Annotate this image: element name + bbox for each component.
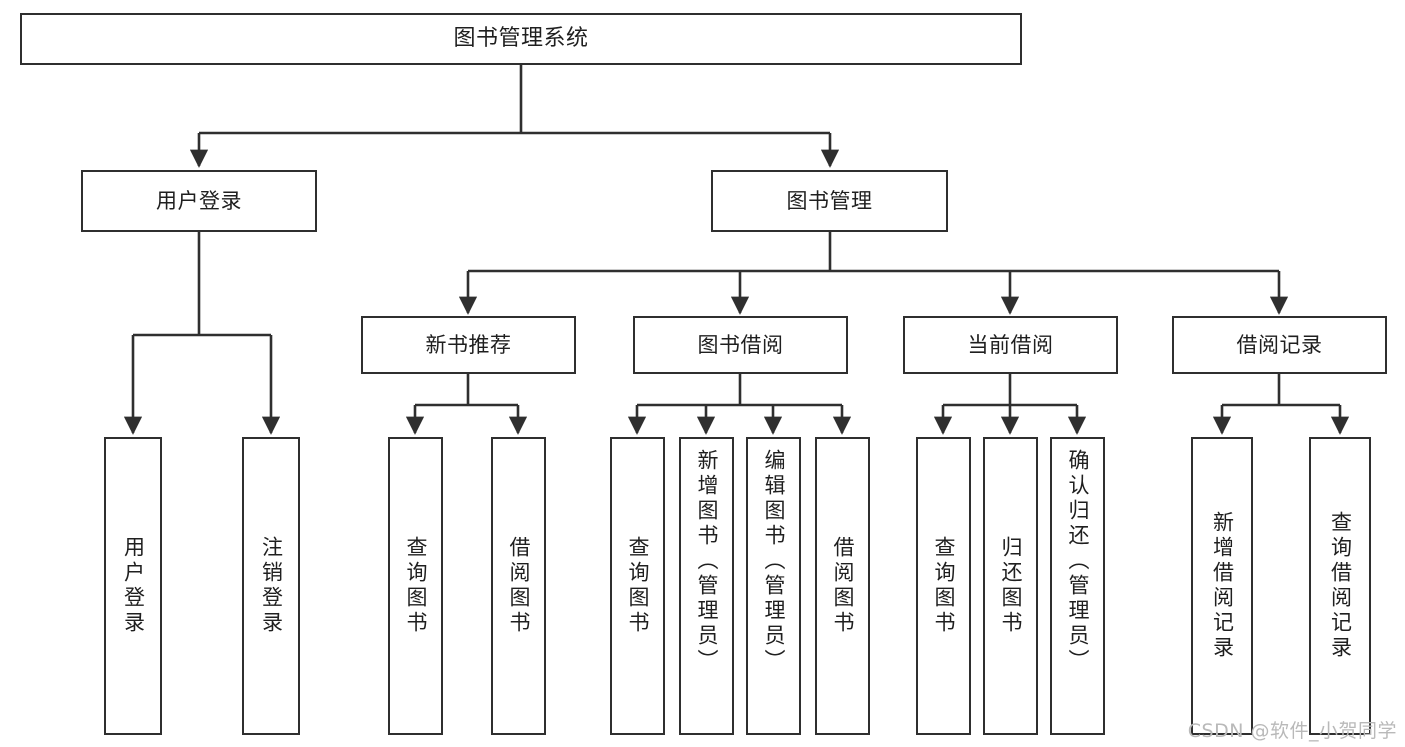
leaf-borrow-edit-book-admin[interactable]: 编辑图书（管理员） [746,437,801,735]
node-borrow-record[interactable]: 借阅记录 [1172,316,1387,374]
leaf-user-login-logout[interactable]: 注销登录 [242,437,300,735]
leaf-user-login-login[interactable]: 用户登录 [104,437,162,735]
leaf-recommend-query-book[interactable]: 查询图书 [388,437,443,735]
leaf-record-add-record[interactable]: 新增借阅记录 [1191,437,1253,735]
node-user-login[interactable]: 用户登录 [81,170,317,232]
node-user-login-label: 用户登录 [156,188,242,213]
leaf-borrow-borrow-book[interactable]: 借阅图书 [815,437,870,735]
node-root[interactable]: 图书管理系统 [20,13,1022,65]
node-book-borrow[interactable]: 图书借阅 [633,316,848,374]
leaf-label: 编辑图书（管理员） [762,449,786,674]
leaf-record-query-record[interactable]: 查询借阅记录 [1309,437,1371,735]
node-new-book-recommend[interactable]: 新书推荐 [361,316,576,374]
leaf-label: 新增图书（管理员） [695,449,719,674]
leaf-recommend-borrow-book[interactable]: 借阅图书 [491,437,546,735]
node-root-label: 图书管理系统 [453,26,589,52]
leaf-borrow-query-book[interactable]: 查询图书 [610,437,665,735]
leaf-borrow-add-book-admin[interactable]: 新增图书（管理员） [679,437,734,735]
leaf-label: 查询图书 [404,536,428,636]
node-book-management[interactable]: 图书管理 [711,170,948,232]
leaf-current-return-book[interactable]: 归还图书 [983,437,1038,735]
leaf-label: 新增借阅记录 [1210,511,1235,661]
leaf-label: 借阅图书 [507,536,531,636]
leaf-label: 查询借阅记录 [1328,511,1353,661]
leaf-label: 借阅图书 [831,536,855,636]
node-new-book-recommend-label: 新书推荐 [425,332,512,357]
node-borrow-record-label: 借阅记录 [1236,332,1323,357]
node-current-borrow[interactable]: 当前借阅 [903,316,1118,374]
leaf-label: 查询图书 [626,536,650,636]
leaf-label: 确认归还（管理员） [1066,449,1090,674]
leaf-label: 查询图书 [932,536,956,636]
leaf-label: 注销登录 [259,536,284,636]
node-current-borrow-label: 当前借阅 [967,332,1054,357]
leaf-label: 用户登录 [121,536,146,636]
leaf-label: 归还图书 [999,536,1023,636]
leaf-current-query-book[interactable]: 查询图书 [916,437,971,735]
node-book-management-label: 图书管理 [786,188,873,213]
watermark: CSDN @软件_小贺同学 [1187,720,1397,742]
node-book-borrow-label: 图书借阅 [697,332,784,357]
leaf-current-confirm-return-admin[interactable]: 确认归还（管理员） [1050,437,1105,735]
